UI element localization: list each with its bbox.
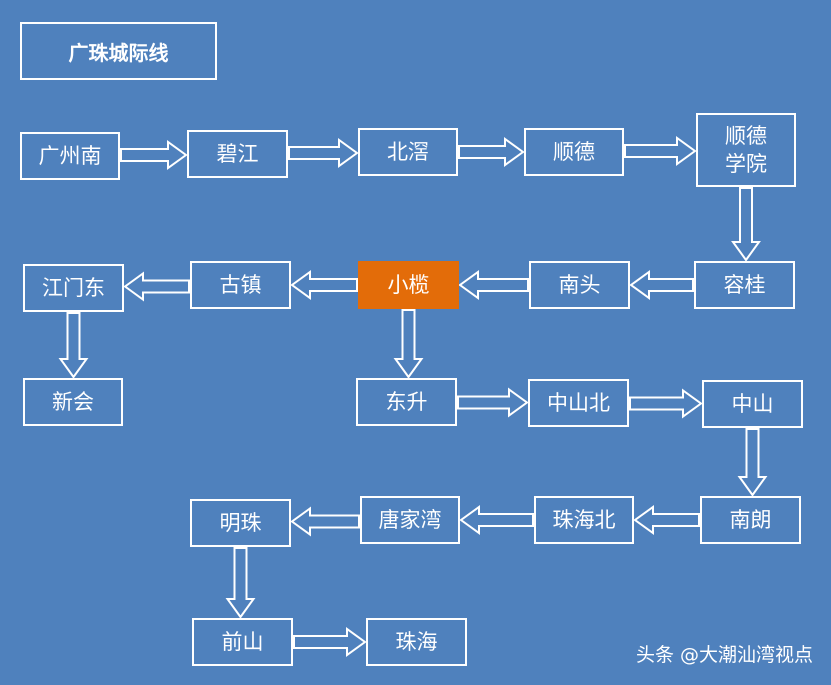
arrow-guzhen-to-jiangmendong xyxy=(123,271,190,302)
arrow-shunde-xueyuan-to-ronggui xyxy=(731,187,761,262)
arrow-dongsheng-to-zhongshanbei xyxy=(457,387,529,418)
station-mingzhu: 明珠 xyxy=(190,499,291,547)
arrow-shunde-to-shunde-xueyuan xyxy=(624,136,697,166)
station-xinhui: 新会 xyxy=(23,378,123,426)
station-shunde-xueyuan: 顺德 学院 xyxy=(696,113,796,187)
station-nanlang: 南朗 xyxy=(700,496,801,544)
arrow-beijiao-to-shunde xyxy=(458,137,525,167)
station-dongsheng: 东升 xyxy=(356,378,457,426)
arrow-qianshan-to-zhuhai xyxy=(293,627,367,657)
arrow-nanlang-to-zhuhaibei xyxy=(633,505,700,535)
station-guangzhounan: 广州南 xyxy=(20,132,120,180)
arrow-tangjiawan-to-mingzhu xyxy=(290,506,360,537)
arrow-xiaolan-to-guzhen xyxy=(290,270,358,300)
arrow-nantou-to-xiaolan xyxy=(458,270,529,300)
station-shunde: 顺德 xyxy=(524,128,624,176)
station-beijiao: 北滘 xyxy=(358,128,458,176)
watermark: 头条 @大潮汕湾视点 xyxy=(635,644,813,666)
arrow-mingzhu-to-qianshan xyxy=(225,547,256,619)
arrow-zhongshan-to-nanlang xyxy=(737,428,768,497)
arrow-bijiang-to-beijiao xyxy=(288,138,359,168)
arrow-zhuhaibei-to-tangjiawan xyxy=(459,505,534,535)
arrow-guangzhounan-to-bijiang xyxy=(120,140,188,170)
station-xiaolan: 小榄 xyxy=(358,261,459,309)
diagram-title: 广珠城际线 xyxy=(20,22,217,80)
station-zhongshan: 中山 xyxy=(702,380,803,428)
station-zhuhai: 珠海 xyxy=(366,618,467,666)
arrow-xiaolan-to-dongsheng xyxy=(393,309,424,379)
arrow-zhongshanbei-to-zhongshan xyxy=(629,388,703,419)
station-zhuhaibei: 珠海北 xyxy=(534,496,634,544)
station-qianshan: 前山 xyxy=(192,618,293,666)
station-jiangmendong: 江门东 xyxy=(23,264,124,312)
arrow-ronggui-to-nantou xyxy=(629,270,694,300)
arrow-jiangmendong-to-xinhui xyxy=(58,312,89,379)
station-bijiang: 碧江 xyxy=(187,130,288,178)
station-zhongshanbei: 中山北 xyxy=(528,379,629,427)
station-nantou: 南头 xyxy=(529,261,630,309)
station-guzhen: 古镇 xyxy=(190,261,291,309)
station-tangjiawan: 唐家湾 xyxy=(360,496,460,544)
station-ronggui: 容桂 xyxy=(694,261,795,309)
